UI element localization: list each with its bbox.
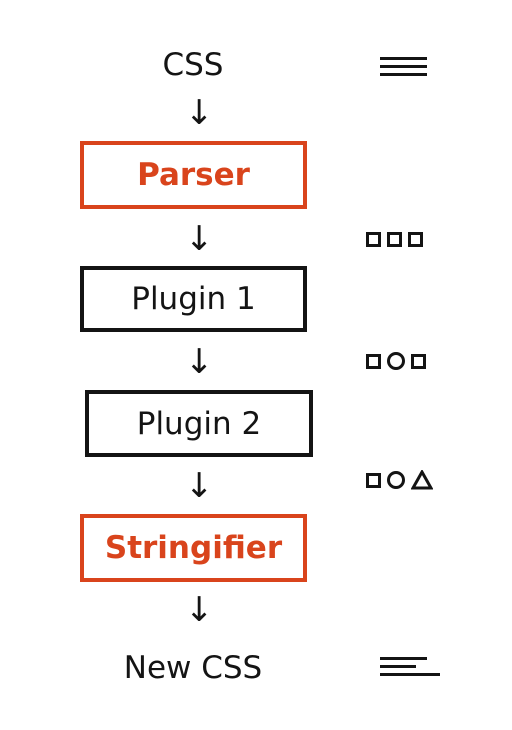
arrow-3: ↓ [185,342,214,382]
square-icon [366,232,381,247]
input-label: CSS [162,47,224,83]
circle-icon [387,352,405,370]
output-text-lines-short-icon [380,657,440,681]
triangle-icon [411,470,433,490]
arrow-4: ↓ [185,466,214,506]
plugin-2-box: Plugin 2 [85,390,313,457]
ast-after-parser-icons [366,232,423,247]
ast-after-plugin2-icons [366,470,433,490]
square-icon [366,353,381,369]
square-icon [366,472,381,488]
square-icon [387,232,402,247]
arrow-5: ↓ [185,590,214,630]
arrow-1: ↓ [185,93,214,133]
square-icon [411,353,426,369]
plugin-1-box: Plugin 1 [80,266,307,332]
output-label: New CSS [123,650,263,686]
stringifier-box: Stringifier [80,514,307,582]
ast-after-plugin1-icons [366,352,426,370]
arrow-2: ↓ [185,219,214,259]
circle-icon [387,471,405,489]
parser-box: Parser [80,141,307,209]
square-icon [408,232,423,247]
input-text-lines-icon [380,57,427,81]
